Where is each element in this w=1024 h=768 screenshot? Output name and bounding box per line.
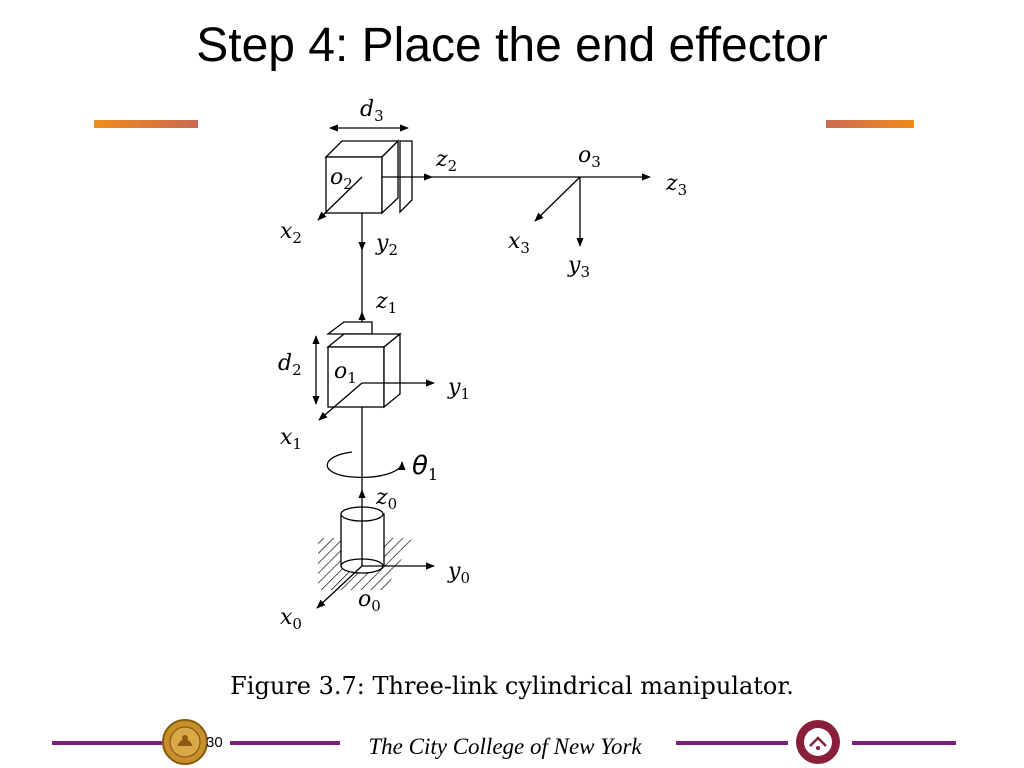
title-accent-left (94, 120, 198, 128)
page-number: 30 (206, 734, 223, 751)
footer-line-right (852, 741, 956, 745)
label-x3: x3 (508, 229, 530, 257)
slide-title: Step 4: Place the end effector (196, 19, 828, 72)
manipulator-diagram: d3 o2 z2 o3 z3 x2 y2 x3 y3 z1 d2 o1 y1 x… (278, 97, 687, 633)
label-o2: o2 (330, 165, 353, 193)
label-x0: x0 (280, 605, 302, 633)
x3-axis (534, 176, 581, 222)
label-x1: x1 (280, 425, 302, 453)
label-theta1: θ1 (412, 451, 438, 484)
label-o0: o0 (358, 587, 381, 615)
label-z2: z2 (435, 147, 457, 175)
x2-axis (317, 176, 363, 221)
label-y1: y1 (447, 375, 470, 403)
footer-institution: The City College of New York (368, 734, 642, 759)
title-accent-right (826, 120, 914, 128)
label-z1: z1 (375, 289, 397, 317)
robotics-lab-logo-icon (796, 720, 840, 764)
label-x2: x2 (280, 219, 302, 247)
x1-axis (318, 382, 363, 421)
footer-line-mid-right (676, 741, 788, 745)
prismatic-joint-2-box (326, 321, 402, 409)
footer-line-left (52, 741, 162, 745)
label-z0: z0 (375, 485, 397, 513)
label-o1: o1 (334, 359, 357, 387)
rotation-arrow (326, 451, 406, 478)
label-y0: y0 (447, 559, 470, 587)
label-d2: d2 (278, 351, 302, 379)
label-o3: o3 (578, 143, 601, 171)
label-y2: y2 (375, 231, 398, 259)
figure-caption: Figure 3.7: Three-link cylindrical manip… (230, 672, 794, 700)
footer-line-mid-left (230, 741, 340, 745)
x0-axis (316, 565, 363, 609)
label-d3: d3 (360, 97, 384, 125)
label-y3: y3 (567, 253, 590, 281)
label-z3: z3 (665, 171, 687, 199)
ccny-seal-icon (162, 719, 208, 765)
